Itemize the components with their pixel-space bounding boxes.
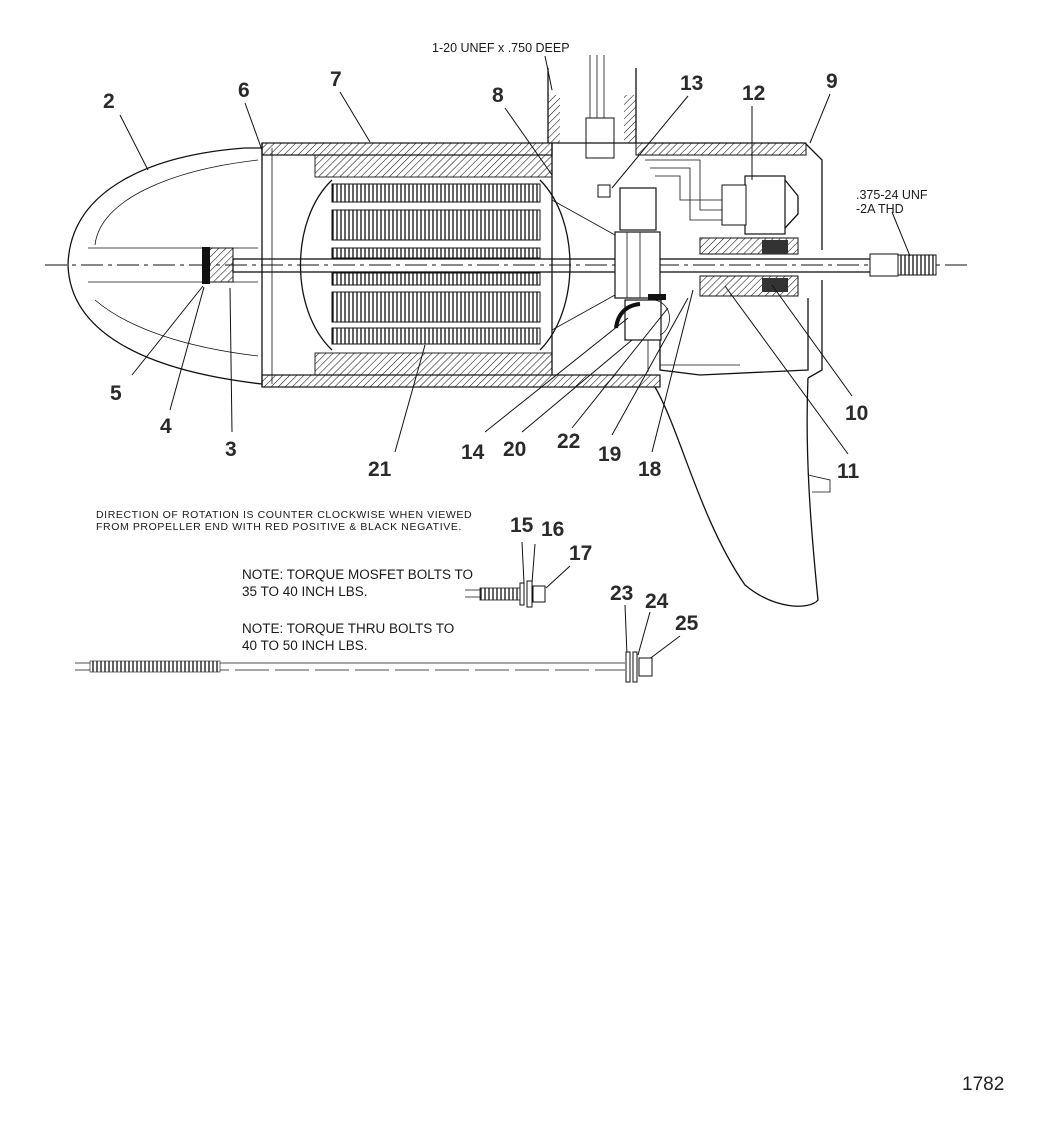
thru-bolt-stack [75,604,681,683]
mosfet-torque-note-line2: 35 TO 40 INCH LBS. [242,584,368,599]
leader-lines [119,91,911,455]
rotation-note-line1: DIRECTION OF ROTATION IS COUNTER CLOCKWI… [96,509,472,521]
commutator [614,231,661,299]
mosfet-bolt-stack [465,541,571,608]
callout-2: 2 [103,90,115,113]
callout-11: 11 [837,460,860,483]
callout-20: 20 [503,438,526,461]
callout-3: 3 [225,438,237,461]
callout-17: 17 [569,542,592,565]
nose-cone [67,147,263,385]
figure-number: 1782 [962,1074,1004,1095]
callout-8: 8 [492,84,504,107]
mount-thread-spec: 1-20 UNEF x .750 DEEP [432,41,570,55]
thru-bolt-torque-note-line2: 40 TO 50 INCH LBS. [242,638,368,653]
mount-tube [547,55,637,159]
callout-21: 21 [368,458,392,481]
control-module [597,159,799,372]
callout-7: 7 [330,68,342,91]
threaded-shaft-end [869,253,937,277]
rear-housing [552,142,831,607]
callout-13: 13 [680,72,703,95]
housing-bottom [261,374,661,388]
callout-18: 18 [638,458,662,481]
callout-15: 15 [510,514,534,537]
callout-5: 5 [110,382,122,405]
callout-23: 23 [610,582,633,605]
shaft-thread-spec-line1: .375-24 UNF [856,188,928,202]
callout-24: 24 [645,590,669,613]
callout-6: 6 [238,79,250,102]
callout-numbers: 2 6 7 8 13 12 9 5 4 3 21 14 20 22 19 18 … [103,68,868,635]
callout-12: 12 [742,82,765,105]
callout-25: 25 [675,612,699,635]
callout-10: 10 [845,402,868,425]
thru-bolt-torque-note-line1: NOTE: TORQUE THRU BOLTS TO [242,621,454,636]
callout-22: 22 [557,430,580,453]
armature-shaft [232,258,934,273]
armature-windings [299,179,571,351]
callout-14: 14 [461,441,485,464]
mosfet-torque-note-line1: NOTE: TORQUE MOSFET BOLTS TO [242,567,473,582]
callout-4: 4 [160,415,172,438]
callout-9: 9 [826,70,838,93]
callout-16: 16 [541,518,564,541]
rotation-note-line2: FROM PROPELLER END WITH RED POSITIVE & B… [96,521,462,533]
shaft-thread-spec-line2: -2A THD [856,202,904,216]
housing-top [261,142,553,156]
motor-assembly [45,55,968,607]
callout-19: 19 [598,443,621,466]
